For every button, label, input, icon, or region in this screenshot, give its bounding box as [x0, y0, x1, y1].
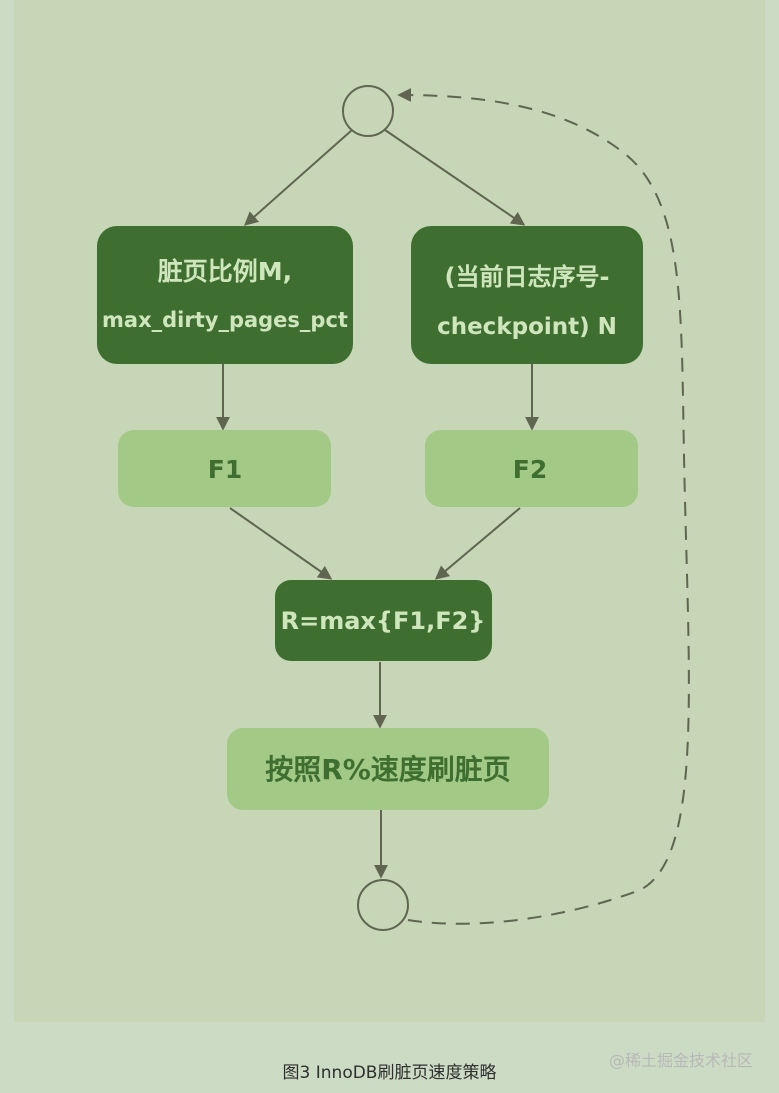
- dirty-ratio-label-line1: 脏页比例M,: [158, 257, 292, 286]
- lsn-label-line1: (当前日志序号-: [445, 263, 610, 291]
- start-circle: [342, 85, 394, 137]
- arrow-f1-to-max: [229, 507, 333, 580]
- watermark: @稀土掘金技术社区: [608, 1051, 753, 1070]
- f2-box: [425, 430, 638, 507]
- flush-label: 按照R%速度刷脏页: [265, 753, 511, 786]
- loop-dashed-arrow: [397, 88, 690, 925]
- max-box: [275, 580, 492, 661]
- f2-label: F2: [513, 455, 547, 484]
- lsn-label-line2: checkpoint) N: [437, 314, 617, 340]
- arrow-f2-to-max: [434, 507, 521, 580]
- arrow-start-to-lsn: [384, 129, 526, 226]
- end-circle: [357, 879, 409, 931]
- dirty-ratio-box: [97, 226, 353, 364]
- figure-caption: 图3 InnoDB刷脏页速度策略: [282, 1063, 497, 1083]
- max-label: R=max{F1,F2}: [281, 607, 486, 635]
- flush-box: [227, 728, 549, 810]
- lsn-box: [411, 226, 643, 364]
- dirty-ratio-label-line2: max_dirty_pages_pct: [102, 308, 348, 332]
- f1-label: F1: [208, 455, 242, 484]
- arrow-start-to-dirty-ratio: [243, 129, 353, 226]
- diagram-panel: [14, 0, 765, 1022]
- f1-box: [118, 430, 331, 507]
